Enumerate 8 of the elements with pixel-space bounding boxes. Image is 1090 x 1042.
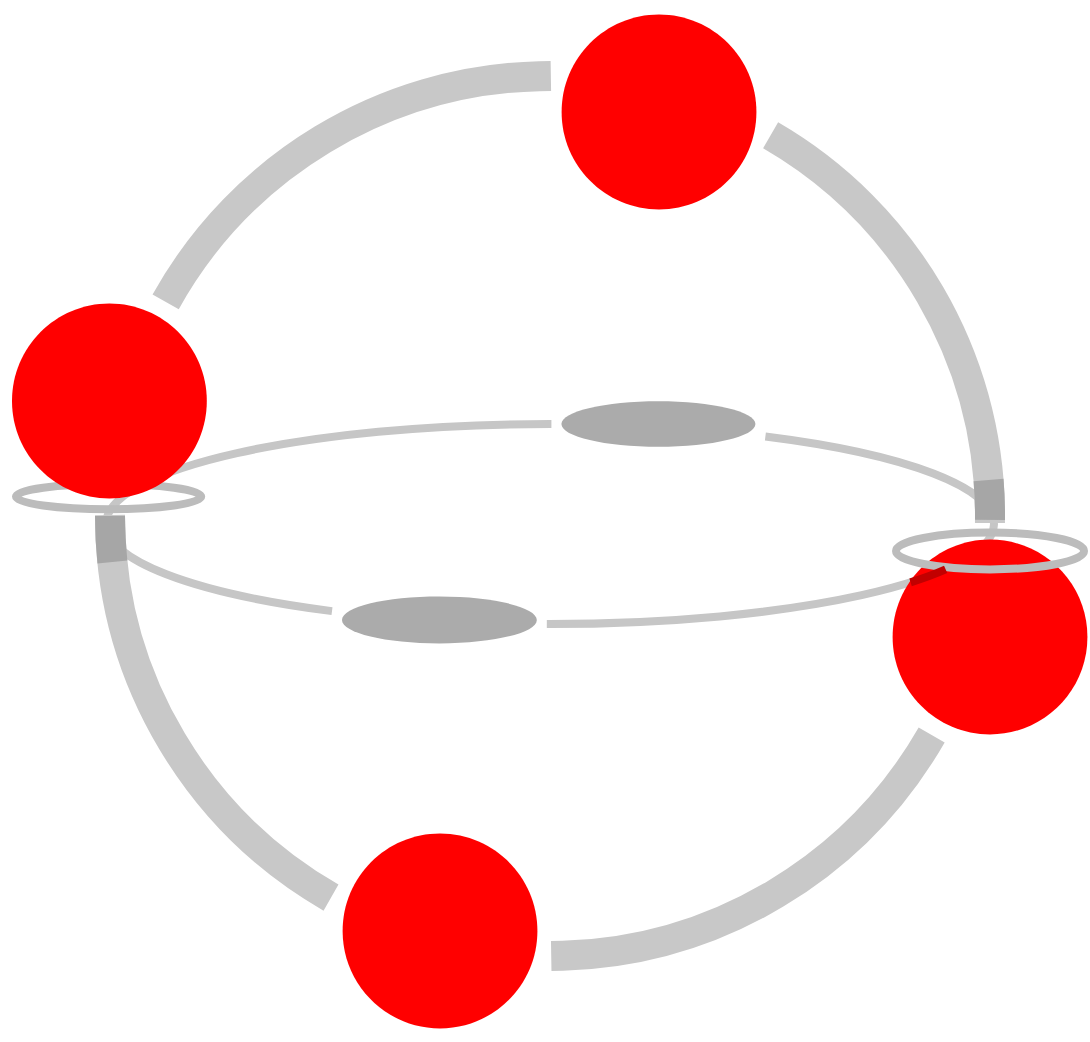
connector-arc <box>762 122 1005 527</box>
connector-arc <box>547 726 945 971</box>
ball <box>342 833 538 1029</box>
connector-arc <box>95 511 340 911</box>
ball <box>561 14 757 210</box>
ball <box>892 528 1088 735</box>
connector-arc <box>152 61 555 310</box>
ball <box>12 303 207 514</box>
